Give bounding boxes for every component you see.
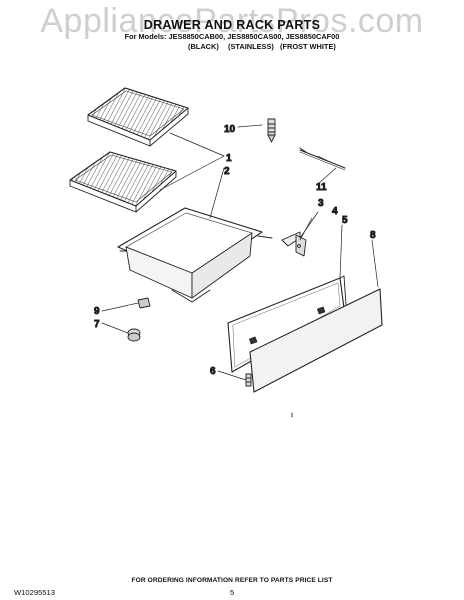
callout-5: 5 xyxy=(342,215,348,226)
callout-3: 3 xyxy=(318,198,324,209)
screw-part-10 xyxy=(267,118,276,143)
callout-1: 1 xyxy=(226,153,232,164)
slide-rail-part-11 xyxy=(299,149,346,171)
screw-part-6 xyxy=(245,373,252,387)
oven-rack-upper xyxy=(87,87,189,147)
drawer-glass-panel-part-8 xyxy=(249,288,383,393)
finish-black: (BLACK) xyxy=(188,42,219,51)
page-title: DRAWER AND RACK PARTS xyxy=(143,18,321,32)
callout-11: 11 xyxy=(316,182,327,193)
finish-frost-white: (FROST WHITE) xyxy=(280,42,336,51)
watermark: AppliancePartsPros.com xyxy=(40,2,424,40)
callout-7: 7 xyxy=(94,319,100,330)
callout-6: 6 xyxy=(210,366,216,377)
models-line: For Models: JES8850CAB00, JES8850CAS00, … xyxy=(124,32,340,41)
callout-10: 10 xyxy=(224,124,236,135)
page-number: 5 xyxy=(230,588,235,597)
leader-lines xyxy=(101,124,379,381)
bumper-part-7 xyxy=(127,328,141,342)
foot-part-9 xyxy=(137,297,151,309)
finish-stainless: (STAINLESS) xyxy=(228,42,274,51)
callout-9: 9 xyxy=(94,306,100,317)
callout-8: 8 xyxy=(370,230,376,241)
diagram-header: DRAWER AND RACK PARTS For Models: JES885… xyxy=(0,18,464,42)
drawer-pan xyxy=(117,207,273,303)
oven-rack-lower xyxy=(69,151,177,213)
callout-2: 2 xyxy=(224,166,230,177)
tick-mark xyxy=(299,147,307,153)
document-number: W10295513 xyxy=(14,588,55,597)
ordering-note: FOR ORDERING INFORMATION REFER TO PARTS … xyxy=(131,577,333,584)
callout-4: 4 xyxy=(332,206,338,217)
